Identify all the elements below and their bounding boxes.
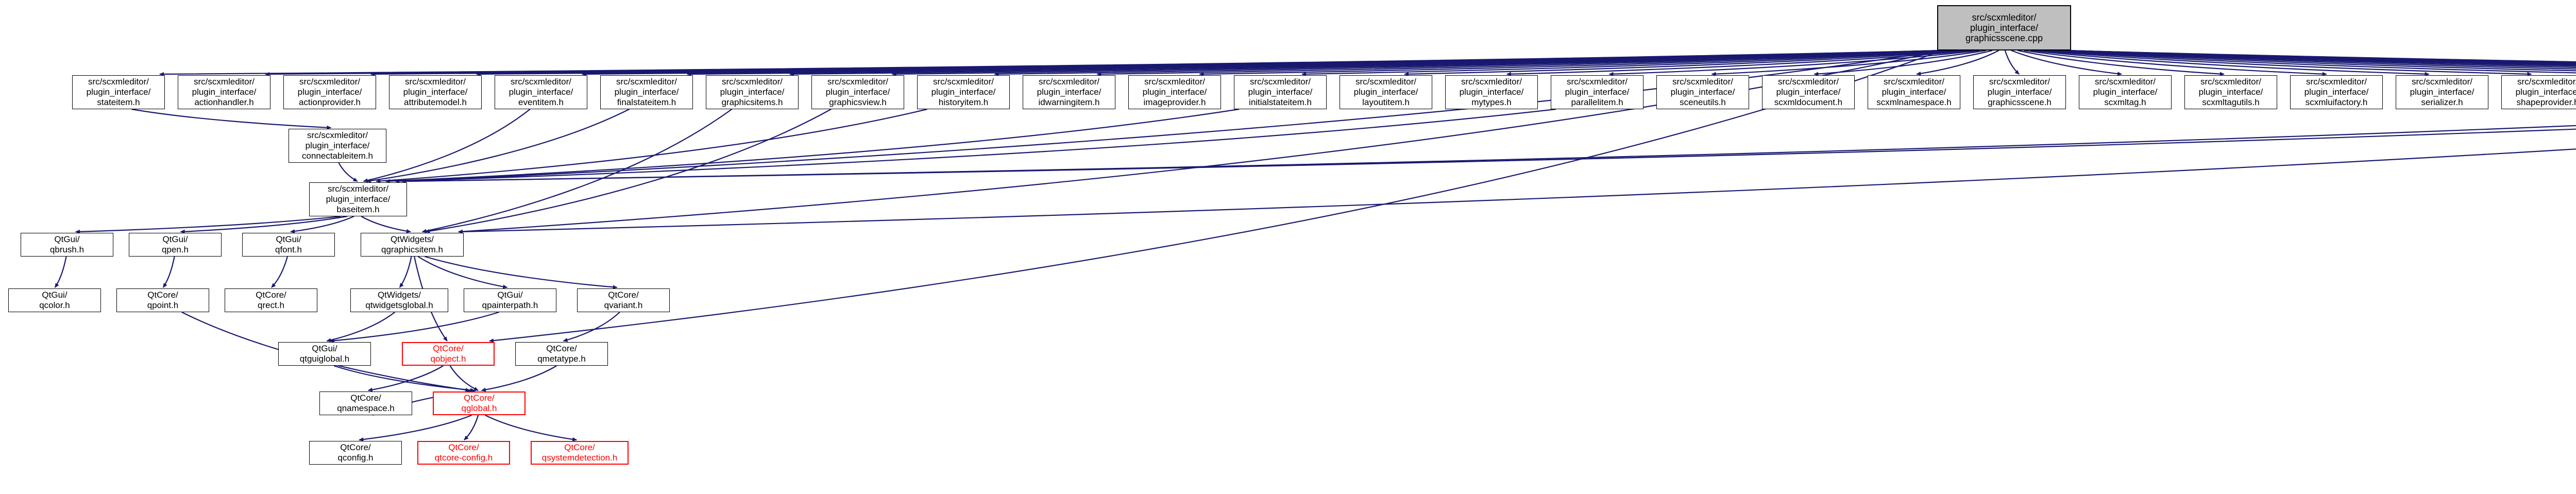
dependency-edge xyxy=(2056,49,2576,70)
dependency-edge xyxy=(131,108,332,130)
dependency-edge xyxy=(2049,49,2576,72)
dependency-edge xyxy=(458,148,2576,234)
dependency-edge xyxy=(1301,49,1961,76)
dependency-edge xyxy=(75,215,341,234)
graph-node[interactable]: src/scxmleditor/ plugin_interface/ scxml… xyxy=(2079,75,2172,109)
dependency-edge xyxy=(1916,50,1999,76)
graph-node[interactable]: src/scxmleditor/ plugin_interface/ histo… xyxy=(917,75,1010,109)
graph-node[interactable]: QtGui/ qpainterpath.h xyxy=(464,288,556,312)
graph-node[interactable]: QtCore/ qnamespace.h xyxy=(319,391,412,415)
dependency-edge xyxy=(2037,49,2532,76)
dependency-edge xyxy=(290,215,354,233)
graph-node[interactable]: src/scxmleditor/ plugin_interface/ scxml… xyxy=(1762,75,1855,109)
dependency-edge xyxy=(271,256,289,288)
graph-node[interactable]: QtCore/ qpoint.h xyxy=(116,288,209,312)
dependency-edge xyxy=(162,256,175,288)
graph-node[interactable]: src/scxmleditor/ plugin_interface/ actio… xyxy=(178,75,270,109)
graph-node[interactable]: src/scxmleditor/ plugin_interface/ mytyp… xyxy=(1445,75,1538,109)
dependency-edge xyxy=(401,128,2576,183)
dependency-edge xyxy=(395,108,1556,183)
dependency-edge xyxy=(363,109,531,183)
dependency-edge xyxy=(2018,49,2225,76)
graph-node[interactable]: QtGui/ qpen.h xyxy=(129,233,222,257)
graph-node[interactable]: src/scxmleditor/ plugin_interface/ seria… xyxy=(2396,75,2488,109)
dependency-edge xyxy=(1096,49,1948,76)
graph-node[interactable]: src/scxmleditor/ plugin_interface/ scxml… xyxy=(2290,75,2383,109)
dependency-edge xyxy=(359,414,472,442)
dependency-edge xyxy=(425,109,832,233)
dependency-edge xyxy=(2024,49,2327,76)
graph-node[interactable]: src/scxmleditor/ plugin_interface/ conne… xyxy=(289,129,386,163)
graph-node[interactable]: QtGui/ qcolor.h xyxy=(8,288,101,312)
graph-node[interactable]: QtGui/ qtguiglobal.h xyxy=(278,342,371,366)
dependency-edge xyxy=(489,49,1943,343)
dependency-edge xyxy=(326,312,395,343)
dependency-edge xyxy=(449,365,479,391)
graph-node[interactable]: src/scxmleditor/ plugin_interface/ basei… xyxy=(309,182,407,216)
dependency-edge xyxy=(54,256,67,288)
dependency-edge xyxy=(563,312,620,342)
graph-node[interactable]: src/scxmleditor/ plugin_interface/ idwar… xyxy=(1023,75,1115,109)
dependency-edge xyxy=(1404,49,1968,76)
dependency-edge xyxy=(329,311,499,343)
graph-node[interactable]: src/scxmleditor/ plugin_interface/ graph… xyxy=(706,75,799,109)
graph-node[interactable]: src/scxmleditor/ plugin_interface/ scxml… xyxy=(2184,75,2277,109)
dependency-edge xyxy=(485,415,578,441)
graph-node[interactable]: src/scxmleditor/ plugin_interface/ final… xyxy=(600,75,693,109)
dependency-edge xyxy=(338,162,358,182)
graph-node[interactable]: src/scxmleditor/ plugin_interface/ actio… xyxy=(283,75,376,109)
graph-node[interactable]: QtCore/ qrect.h xyxy=(225,288,317,312)
dependency-edge xyxy=(1711,49,1987,76)
graph-node[interactable]: QtCore/ qobject.h xyxy=(402,342,495,366)
dependency-edge xyxy=(1199,49,1955,76)
graph-node[interactable]: src/scxmleditor/ plugin_interface/ state… xyxy=(72,75,165,109)
dependency-edge xyxy=(2065,49,2576,63)
graph-node[interactable]: src/scxmleditor/ plugin_interface/ scxml… xyxy=(1868,75,1960,109)
graph-node[interactable]: src/scxmleditor/ plugin_interface/ image… xyxy=(1128,75,1221,109)
graph-node[interactable]: src/scxmleditor/ plugin_interface/ paral… xyxy=(1551,75,1643,109)
graph-node[interactable]: QtCore/ qvariant.h xyxy=(577,288,670,312)
dependency-edge xyxy=(2004,50,2020,75)
graph-node[interactable]: src/scxmleditor/ plugin_interface/ scene… xyxy=(1656,75,1749,109)
dependency-edge xyxy=(367,365,444,392)
graph-node[interactable]: QtCore/ qsystemdetection.h xyxy=(531,441,629,465)
graph-node[interactable]: src/scxmleditor/ plugin_interface/ graph… xyxy=(811,75,904,109)
dependency-edge xyxy=(2062,49,2576,69)
dependency-edge xyxy=(417,256,508,289)
dependency-edge xyxy=(2011,49,2122,76)
dependency-edge xyxy=(361,216,411,233)
graph-node[interactable]: src/scxmleditor/ plugin_interface/ initi… xyxy=(1234,75,1327,109)
graph-node[interactable]: QtCore/ qmetatype.h xyxy=(515,342,608,366)
graph-node[interactable]: QtCore/ qconfig.h xyxy=(309,441,402,465)
dependency-edge xyxy=(385,108,1240,183)
dependency-edge xyxy=(376,108,927,183)
graph-node[interactable]: QtWidgets/ qgraphicsitem.h xyxy=(361,233,464,257)
graph-node[interactable]: QtGui/ qfont.h xyxy=(242,233,335,257)
graph-node[interactable]: src/scxmleditor/ plugin_interface/ event… xyxy=(495,75,587,109)
dependency-edge xyxy=(464,415,479,440)
dependency-edge xyxy=(2030,49,2430,76)
graph-node[interactable]: src/scxmleditor/ plugin_interface/ attri… xyxy=(389,75,482,109)
dependency-edge xyxy=(994,49,1943,76)
dependency-edge xyxy=(366,109,630,183)
dependency-edge xyxy=(1608,49,1980,76)
dependency-edge xyxy=(2043,49,2576,74)
graph-node[interactable]: QtCore/ qtcore-config.h xyxy=(417,441,510,465)
graph-node[interactable]: QtWidgets/ qtwidgetsglobal.h xyxy=(350,288,448,312)
graph-node-main[interactable]: src/scxmleditor/ plugin_interface/ graph… xyxy=(1937,5,2071,50)
dependency-edge xyxy=(399,256,412,288)
graph-node[interactable]: QtCore/ qglobal.h xyxy=(433,391,526,415)
dependency-edge xyxy=(421,109,733,233)
graph-node[interactable]: QtGui/ qbrush.h xyxy=(21,233,113,257)
dependency-edge xyxy=(425,255,618,289)
graph-node[interactable]: src/scxmleditor/ plugin_interface/ shape… xyxy=(2501,75,2576,109)
dependency-edge xyxy=(180,215,347,234)
dependency-edge xyxy=(481,365,557,392)
graph-node[interactable]: src/scxmleditor/ plugin_interface/ layou… xyxy=(1340,75,1432,109)
graph-node[interactable]: src/scxmleditor/ plugin_interface/ graph… xyxy=(1973,75,2066,109)
